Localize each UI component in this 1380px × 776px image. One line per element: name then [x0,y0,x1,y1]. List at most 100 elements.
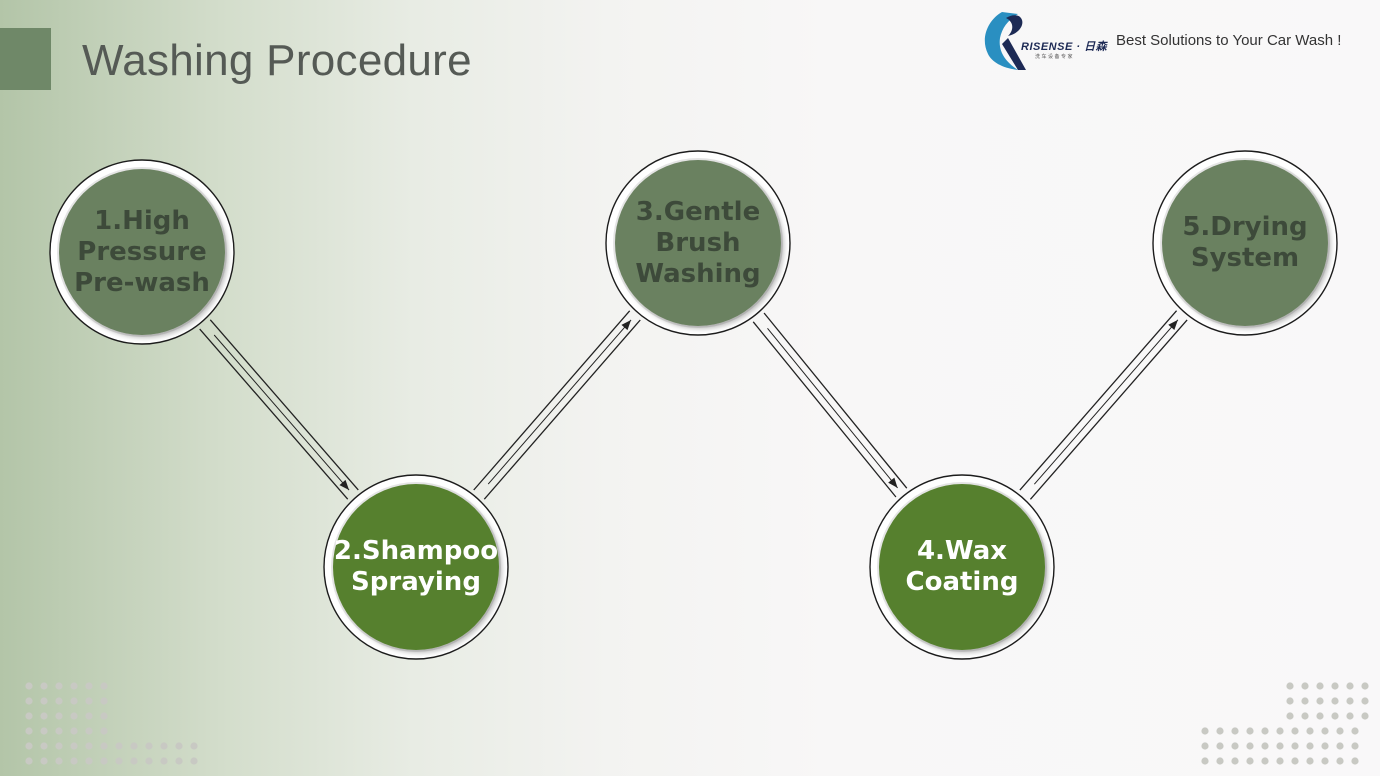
decor-dot [1331,697,1339,705]
arrowhead-icon [339,479,350,491]
decor-dot [175,757,183,765]
decor-dot [160,742,168,750]
decor-dot [1361,697,1369,705]
connector-3-4 [752,312,908,498]
decor-dot [1231,727,1239,735]
decor-dot [25,742,33,750]
decor-dot [145,757,153,765]
step-node-3 [605,150,791,336]
decor-dot [70,712,78,720]
decor-dot [1201,727,1209,735]
decor-dot [40,727,48,735]
decor-dot [1321,742,1329,750]
decor-dot [1351,742,1359,750]
step-label-line: Spraying [351,567,481,597]
connector-1-2 [199,319,359,500]
arrow-line [1033,319,1179,485]
decor-dot [1361,682,1369,690]
decor-dot [70,757,78,765]
decor-dot [1361,712,1369,720]
decor-dot [55,757,63,765]
arrow-line [487,319,632,485]
decor-dot [100,757,108,765]
step-node-5 [1152,150,1338,336]
dot-pattern-left [25,682,198,765]
decor-dot [100,697,108,705]
decor-dot [70,742,78,750]
decor-dot [1316,682,1324,690]
decor-dot [130,757,138,765]
connector-rail [752,321,897,498]
decor-dot [1306,727,1314,735]
decor-dot [1246,757,1254,765]
decor-dot [1201,742,1209,750]
decor-dot [160,757,168,765]
connectors [199,310,1188,500]
decor-dot [1331,682,1339,690]
step-label-line: 1.High [94,205,190,236]
step-label-line: System [1190,243,1300,273]
dot-pattern-right [1201,682,1369,765]
connector-rail [1029,319,1188,500]
decor-dot [115,742,123,750]
decor-dot [100,727,108,735]
decor-dot [1261,757,1269,765]
decor-dot [1231,742,1239,750]
decor-dot [85,757,93,765]
decor-dot [25,727,33,735]
decor-dot [100,682,108,690]
decor-dot [1291,742,1299,750]
step-node-2 [323,474,509,660]
decor-dot [85,682,93,690]
decor-dot [1286,712,1294,720]
decor-dot [1216,757,1224,765]
step-disc [333,484,499,650]
decor-dot [1301,712,1309,720]
decor-dot [1276,727,1284,735]
decor-dot [1216,742,1224,750]
step-label-line: Washing [635,258,761,289]
step-node-4 [869,474,1055,660]
decor-dot [70,727,78,735]
decor-dot [55,682,63,690]
decor-dot [1276,742,1284,750]
decor-dot [1261,727,1269,735]
decor-dot [190,742,198,750]
step-nodes [49,150,1338,660]
step-label-line: Pre-wash [74,267,210,298]
decor-dot [40,682,48,690]
decor-dot [1351,757,1359,765]
decor-dot [1261,742,1269,750]
decor-dot [40,712,48,720]
step-label-line: 3.Gentle [635,196,761,227]
arrow-line [213,334,350,491]
decor-dot [1246,727,1254,735]
decor-dot [1306,757,1314,765]
step-node-1 [49,159,235,345]
decor-dot [1216,727,1224,735]
step-disc [879,484,1045,650]
decor-dot [1301,697,1309,705]
connector-rail [209,319,359,491]
connector-rail [199,328,349,500]
step-label-line: Brush [655,227,741,258]
step-label-line: Coating [905,567,1019,597]
step-label-line: 5.Drying [1182,212,1308,242]
decor-dot [175,742,183,750]
decor-dot [1321,757,1329,765]
decor-dot [1301,682,1309,690]
arrowhead-icon [1168,319,1178,330]
decor-dot [1286,682,1294,690]
decor-dot [55,712,63,720]
connector-2-3 [473,310,641,500]
arrowhead-icon [621,319,632,331]
connector-rail [1019,310,1178,491]
decor-dot [1316,712,1324,720]
step-label-line: 2.Shampoo [333,536,499,566]
tagline: Best Solutions to Your Car Wash ! [1116,32,1342,49]
decor-dot [85,697,93,705]
decor-dot [85,712,93,720]
